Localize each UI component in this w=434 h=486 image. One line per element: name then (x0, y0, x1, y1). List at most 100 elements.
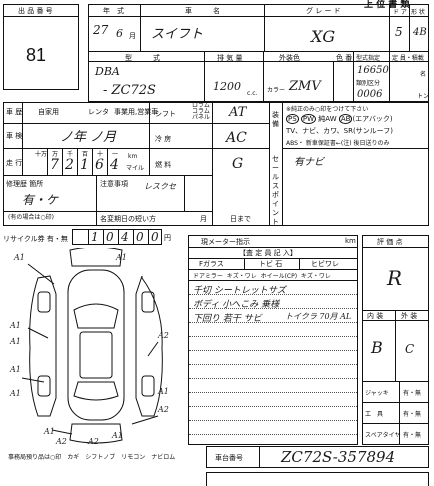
damage-mark-rear-left: A1 (43, 427, 55, 436)
damage-mark-left-rear: A1 (9, 365, 21, 374)
tools-value: 有・無 (403, 411, 422, 418)
shape-value: 4B (413, 27, 427, 38)
score-label: 評 価 点 (377, 238, 403, 246)
color-prefix: カラー (267, 87, 286, 94)
tools-label: 工 具 (365, 411, 384, 418)
year-label: 年 式 (103, 7, 124, 15)
ext-color-label: 外装色 (279, 54, 300, 62)
damage-mark-right-door: A2 (157, 331, 169, 340)
report-line-3: 下回り 若干 サビ (193, 314, 262, 324)
options-line2: PS PW 純AW AB(エアバック) (286, 114, 393, 124)
lot-label: 出 品 番 号 (18, 7, 53, 15)
damage-mark-right-quarter: A1 (157, 387, 169, 396)
jack-label: ジャッキ (365, 390, 389, 397)
color-code: ZMV (289, 79, 321, 94)
bottom-box (206, 472, 429, 486)
jack-value: 有・無 (403, 390, 422, 397)
type-prefix: DBA (95, 65, 120, 78)
col-crack: ヒビワレ (311, 260, 339, 268)
options-note: ※純正のみ○印をつけて下さい (286, 106, 369, 113)
car-damage-diagram: A1 A1 A1 A1 A2 A1 A1 A1 A2 A1 A2 A1 A2 (9, 248, 169, 444)
spare-tire-label: スペアタイヤ (365, 432, 401, 439)
chassis-box: 車台番号 ZC72S-357894 (206, 446, 429, 468)
damage-mark-tail: A2 (87, 437, 99, 444)
damage-mark-rear-center: A1 (111, 431, 123, 440)
year-value: 27 (93, 23, 109, 37)
sales-point-label: セールスポイント (272, 155, 279, 226)
type-label: 型 式 (125, 54, 160, 62)
car-name-value: スイフト (151, 27, 204, 42)
col-fglass: Fガラス (199, 260, 224, 268)
inspector-report: 現メーター指示 km 【査 定 員 記 入】 Fガラス トビ 石 ヒビワレ ドア… (188, 235, 358, 445)
sales-point-value: 有ナビ (294, 157, 324, 168)
report-cols2: ドアミラー キズ・ワレ ホイール(CP) キズ・ワレ (193, 273, 331, 280)
short-notice-month: 月 (200, 215, 207, 223)
short-notice-label: 名変期日の短い方 (100, 215, 156, 223)
ac-value: AC (226, 130, 247, 146)
capacity-unit-persons: 名 (420, 71, 427, 78)
shift-label: シフト (155, 110, 176, 118)
grade-value: XG (311, 27, 336, 46)
history-private: 自家用 (38, 108, 59, 116)
options-label: 装備 (272, 111, 279, 128)
grade-label: グ レ ー ド (306, 7, 341, 15)
meter-km: km (345, 237, 356, 245)
damage-mark-left-front-door: A1 (9, 321, 21, 330)
shape-label: 形 状 (411, 9, 425, 16)
damage-mark-front-right: A1 (115, 253, 127, 262)
fuel-value: G (232, 156, 244, 172)
meter-label: 現メーター指示 (201, 238, 250, 246)
chassis-label: 車台番号 (215, 454, 243, 462)
category-value: 0006 (357, 89, 383, 100)
vehicle-header-grid: 年 式 車 名 グ レ ー ド ド ア 形 状 27 6 月 スイフト XG 5… (88, 4, 429, 102)
report-line-1: 千切 シートレットサズ (193, 286, 286, 296)
doors-label: ド ア (393, 9, 407, 16)
fuel-label: 燃 料 (155, 161, 172, 169)
lot-number: 81 (26, 45, 47, 65)
shift-options: ロラム コラム パネル (192, 102, 211, 121)
repair-label: 修理歴 箇所 (6, 180, 44, 188)
lot-box: 出 品 番 号 81 (3, 4, 79, 90)
month-unit: 月 (129, 32, 136, 40)
model-spec-label: 型式指定 (356, 55, 381, 62)
damage-mark-left-quarter: A1 (9, 389, 21, 398)
ac-label: 冷 房 (155, 135, 172, 143)
short-notice-day: 日まで (230, 215, 251, 223)
score-value: R (387, 266, 403, 290)
damage-mark-rear-right: A2 (157, 405, 169, 414)
options-line4: ABS・ 新車保証書←(注) 後日送りのみ (286, 140, 390, 147)
mileage-label: 走 行 (6, 159, 23, 167)
notes-label: 注意事項 (100, 180, 128, 188)
damage-mark-front-left: A1 (13, 253, 25, 262)
vehicle-info-grid: 車 歴 自家用 レンタ 事業用,営業車 シフト ロラム コラム パネル AT 車… (3, 102, 429, 226)
displacement-value: 1200 (213, 80, 241, 93)
interior-label: 内 装 (367, 312, 384, 320)
report-line-3-extra: トイクラ 70月 AL (285, 312, 352, 321)
recycle-label: リサイクル券 有・無 (3, 235, 68, 243)
recycle-amount: 1 0 4 0 0 (72, 229, 162, 245)
km-unit: km (128, 153, 138, 160)
month-value: 6 (116, 27, 123, 40)
report-line-2: ボディ 小へこみ 乗様 (193, 300, 280, 310)
exterior-label: 外 装 (401, 312, 418, 320)
category-label: 類別区分 (356, 80, 381, 87)
diagram-legend: 事務局預り品は○印 カギ シフトノブ リモコン ナビロム (8, 454, 176, 461)
capacity-unit-tons: トン (417, 93, 430, 100)
options-line3: TV、ナビ、カワ、SR(サンルーフ) (286, 127, 393, 135)
report-title: 【査 定 員 記 入】 (239, 249, 297, 257)
exterior-score: C (405, 342, 415, 356)
spare-tire-value: 有・無 (403, 432, 422, 439)
shift-value: AT (229, 105, 247, 120)
doors-value: 5 (395, 25, 403, 39)
model-spec-value: 16650 (357, 65, 389, 76)
capacity-label: 定 員・積載 (392, 55, 424, 62)
repair-note: (有の場合は○印) (8, 214, 54, 221)
mile-unit: マイル (126, 165, 145, 172)
chassis-value: ZC72S-357894 (281, 448, 396, 466)
interior-score: B (371, 338, 383, 357)
color-no-label: 色 番 (336, 54, 353, 62)
evaluation-box: 評 価 点 R 内 装 外 装 B C ジャッキ 有・無 工 具 有・無 スペア… (362, 235, 429, 445)
displacement-label: 排 気 量 (217, 54, 243, 62)
cc-unit: c.c. (247, 90, 258, 97)
repair-value: 有・ケ (22, 193, 59, 207)
